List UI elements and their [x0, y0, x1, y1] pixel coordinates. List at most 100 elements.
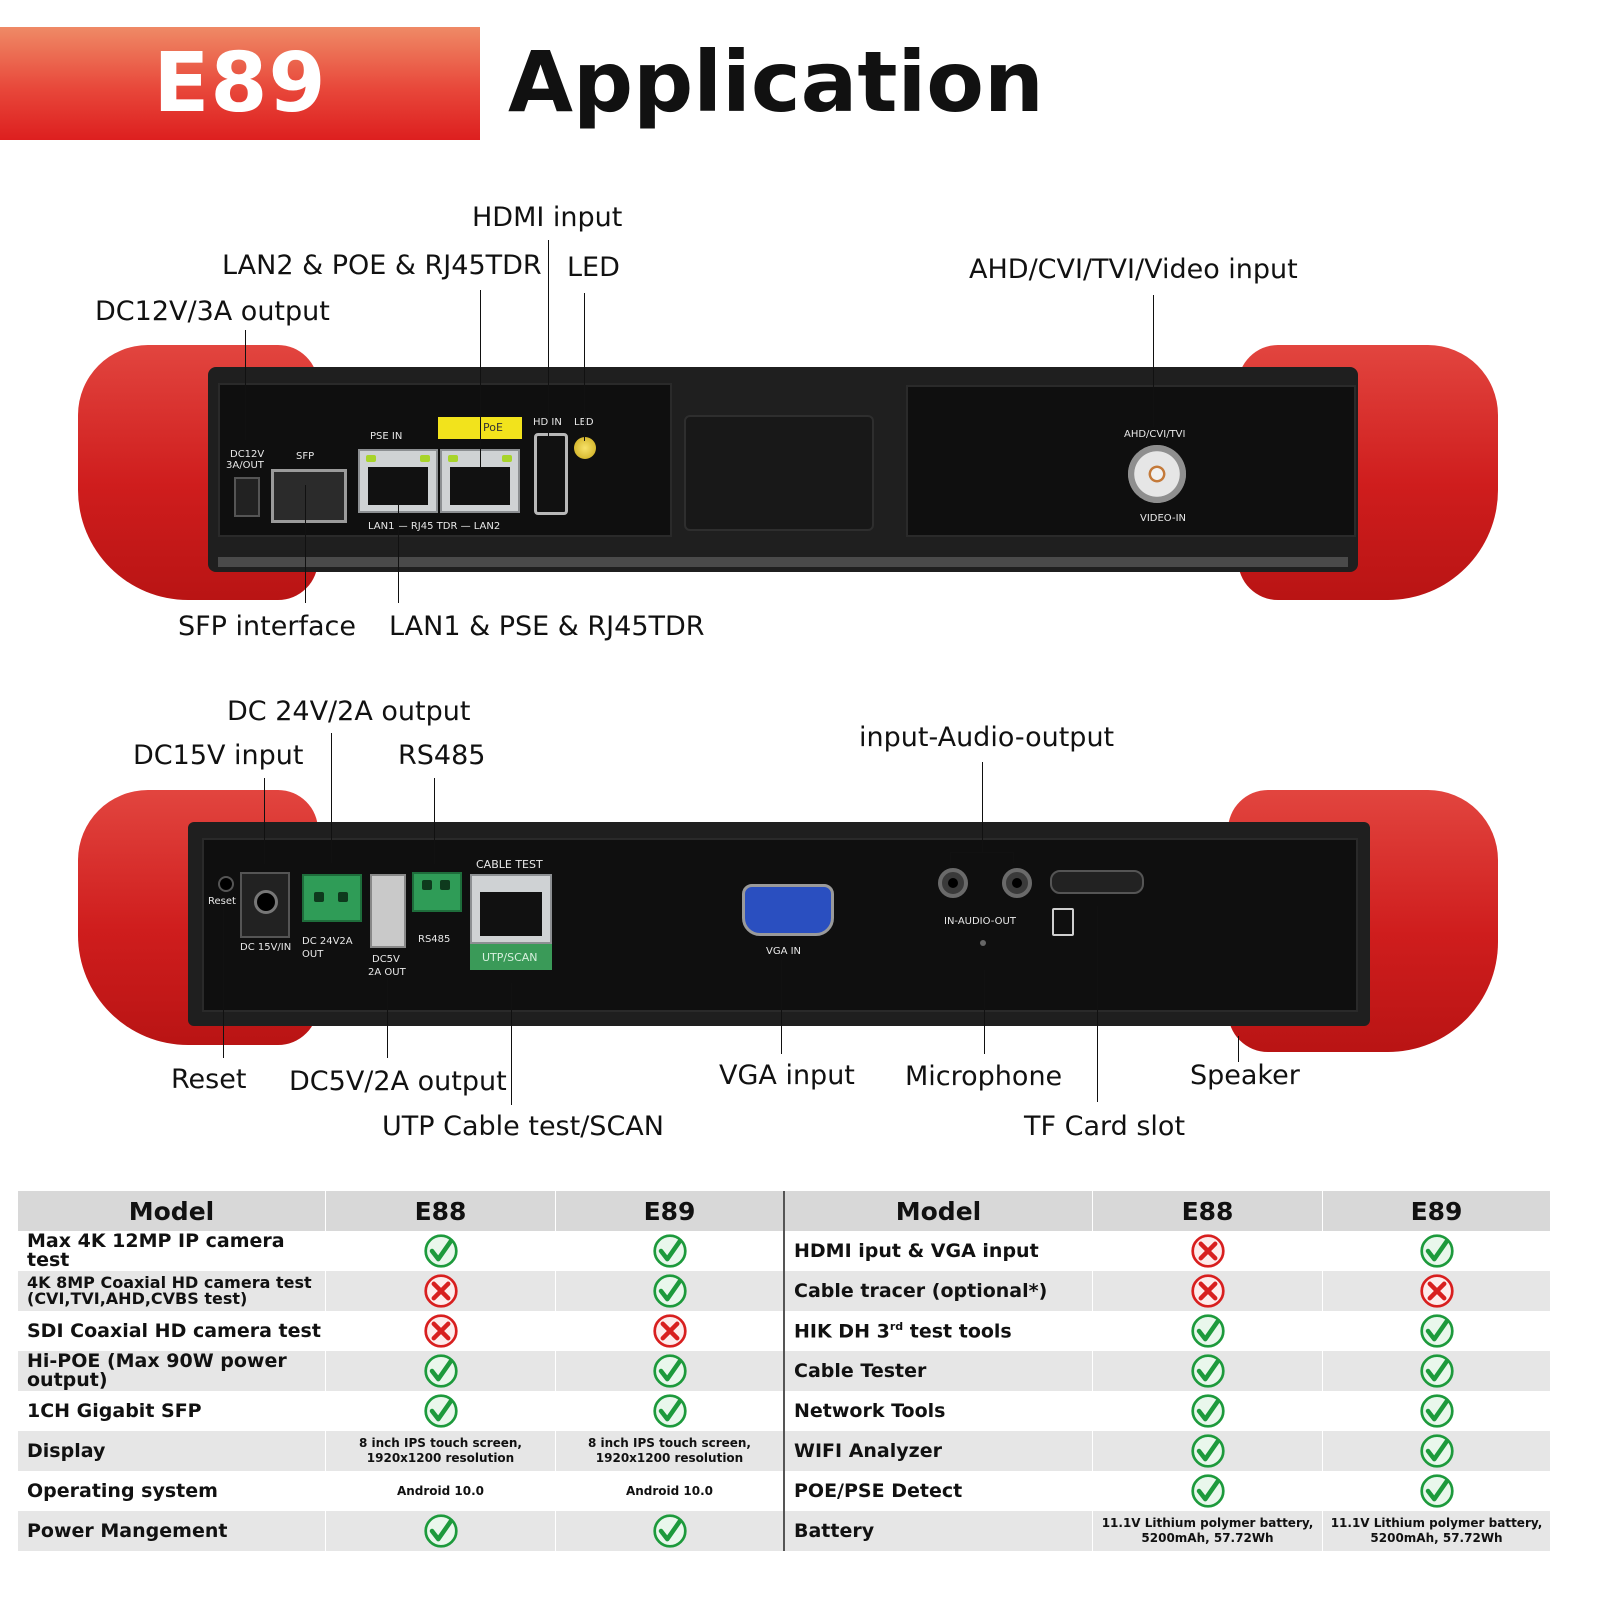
rs485-label: RS485: [398, 740, 486, 771]
status-cell: [326, 1511, 556, 1551]
ahd-silk: AHD/CVI/TVI: [1124, 429, 1186, 440]
feature-label: HDMI iput & VGA input: [785, 1231, 1093, 1271]
led-light: [574, 437, 596, 459]
led-label: LED: [567, 252, 620, 283]
bottom-device: Reset DC 15V/IN DC 24V2A OUT DC5V 2A OUT…: [78, 790, 1498, 1055]
table-header-cell: E88: [326, 1191, 556, 1231]
spec-text-cell: 8 inch IPS touch screen, 1920x1200 resol…: [556, 1431, 785, 1471]
feature-name: Display: [27, 1439, 106, 1462]
table-header-cell: E88: [1093, 1191, 1323, 1231]
spec-text-cell: 11.1V Lithium polymer battery, 5200mAh, …: [1093, 1511, 1323, 1551]
video-in-silk: VIDEO-IN: [1140, 513, 1186, 524]
sfp-port: [271, 469, 347, 523]
feature-label: Network Tools: [785, 1391, 1093, 1431]
dc5a-silk: DC5V: [372, 954, 400, 965]
status-cell: [326, 1391, 556, 1431]
rs485-terminal: [412, 872, 462, 912]
status-cell: [556, 1311, 785, 1351]
check-icon: [1190, 1473, 1226, 1509]
feature-label: Hi-POE (Max 90W power output): [18, 1351, 326, 1391]
dc15-label: DC15V input: [133, 740, 304, 771]
status-cell: [556, 1271, 785, 1311]
feature-name: Power Mangement: [27, 1519, 228, 1542]
check-icon: [1190, 1313, 1226, 1349]
feature-name: WIFI Analyzer: [794, 1439, 942, 1462]
feature-label: Display: [18, 1431, 326, 1471]
status-cell: [556, 1231, 785, 1271]
pse-in-silk: PSE IN: [370, 431, 403, 442]
status-cell: [1323, 1271, 1551, 1311]
check-icon: [652, 1273, 688, 1309]
dc15-jack-center: [254, 890, 278, 914]
feature-label: Power Mangement: [18, 1511, 326, 1551]
table-header-cell: E89: [556, 1191, 785, 1231]
check-icon: [652, 1233, 688, 1269]
status-cell: [1093, 1391, 1323, 1431]
feature-label: 4K 8MP Coaxial HD camera test(CVI,TVI,AH…: [18, 1271, 326, 1311]
feature-label: Battery: [785, 1511, 1093, 1551]
led-silk: LED: [574, 417, 594, 428]
vga-leader: [781, 960, 782, 1054]
status-cell: [556, 1391, 785, 1431]
status-cell: [1323, 1431, 1551, 1471]
utp-leader: [511, 983, 512, 1105]
led-leader: [584, 293, 585, 441]
feature-label: Operating system: [18, 1471, 326, 1511]
cable-test-silk: CABLE TEST: [476, 858, 543, 871]
hdin-silk: HD IN: [533, 417, 562, 428]
dc24-terminal: [302, 874, 362, 922]
dc24-label: DC 24V/2A output: [227, 696, 471, 727]
top-center-plate: [684, 415, 874, 531]
feature-name: HDMI iput & VGA input: [794, 1239, 1039, 1262]
dc12-leader: [245, 330, 246, 440]
status-cell: [1093, 1431, 1323, 1471]
status-cell: [1323, 1391, 1551, 1431]
feature-subtitle: (CVI,TVI,AHD,CVBS test): [27, 1289, 248, 1308]
feature-label: POE/PSE Detect: [785, 1471, 1093, 1511]
top-device: DC12V 3A/OUT SFP PSE IN PoE LAN1 — RJ45 …: [78, 345, 1498, 600]
dc5-label: DC5V/2A output: [289, 1066, 507, 1097]
utp-label: UTP Cable test/SCAN: [382, 1111, 664, 1142]
sfp-silk: SFP: [296, 451, 315, 462]
spec-text-cell: 11.1V Lithium polymer battery, 5200mAh, …: [1323, 1511, 1551, 1551]
status-cell: [326, 1271, 556, 1311]
status-cell: [1093, 1471, 1323, 1511]
feature-name: POE/PSE Detect: [794, 1479, 963, 1502]
feature-label: Max 4K 12MP IP camera test: [18, 1231, 326, 1271]
status-cell: [326, 1311, 556, 1351]
mic-label: Microphone: [905, 1061, 1063, 1092]
sd-card-icon: [1052, 908, 1074, 936]
hdmi-port: [534, 433, 568, 515]
status-cell: [326, 1231, 556, 1271]
sfp-leader: [305, 485, 306, 603]
dc24b-silk: OUT: [302, 949, 324, 960]
feature-name: 4K 8MP Coaxial HD camera test: [27, 1273, 312, 1292]
check-icon: [652, 1393, 688, 1429]
status-cell: [556, 1511, 785, 1551]
audio-in-jack: [938, 868, 968, 898]
check-icon: [1419, 1393, 1455, 1429]
feature-name: Cable Tester: [794, 1359, 927, 1382]
check-icon: [423, 1393, 459, 1429]
lan-row-silk: LAN1 — RJ45 TDR — LAN2: [368, 521, 501, 532]
cross-icon: [652, 1313, 688, 1349]
dc5b-silk: 2A OUT: [368, 967, 406, 978]
ahd-leader: [1153, 295, 1154, 427]
dc12-silk: DC12V: [230, 449, 265, 460]
cross-icon: [1190, 1273, 1226, 1309]
model-badge-text: E89: [153, 36, 327, 131]
vga-port: [742, 884, 834, 936]
dc15-leader: [264, 778, 265, 864]
mic-hole: [980, 940, 986, 946]
dc24a-silk: DC 24V2A: [302, 936, 353, 947]
bnc-connector: [1128, 445, 1186, 503]
rs485-silk: RS485: [418, 934, 451, 945]
check-icon: [1190, 1393, 1226, 1429]
cross-icon: [1190, 1233, 1226, 1269]
feature-name: 1CH Gigabit SFP: [27, 1399, 202, 1422]
cross-icon: [1419, 1273, 1455, 1309]
reset-label: Reset: [171, 1064, 247, 1095]
check-icon: [652, 1353, 688, 1389]
feature-name: Hi-POE (Max 90W power output): [27, 1351, 287, 1391]
